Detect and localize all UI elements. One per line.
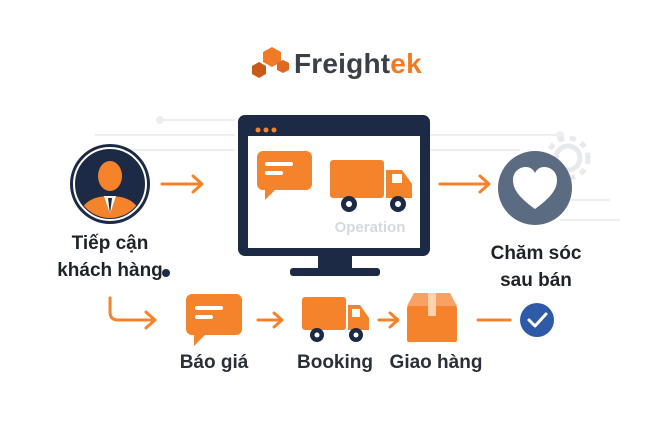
- brand-name-part2: ek: [390, 48, 422, 79]
- check-circle-icon: [520, 303, 554, 337]
- arrow-booking-to-delivery: [377, 311, 400, 329]
- monitor-chat-bubble-icon: [257, 151, 312, 200]
- freightek-logo-icon: [252, 47, 289, 78]
- after-sales-label-line2: sau bán: [500, 270, 572, 291]
- brand-wordmark: Freightek: [294, 48, 422, 80]
- step-label-booking: Booking: [297, 352, 373, 373]
- arrow-customer-to-monitor: [160, 174, 204, 194]
- monitor-caption: Operation: [334, 219, 406, 236]
- cursor-dot: [162, 269, 170, 277]
- step-label-delivery: Giao hàng: [389, 352, 483, 373]
- arrow-quote-to-booking: [256, 311, 284, 329]
- monitor-truck-icon: [330, 160, 412, 212]
- step-label-quote: Báo giá: [179, 352, 249, 373]
- customer-label-line1: Tiếp cận: [71, 233, 149, 254]
- arrow-monitor-to-aftersales: [438, 174, 491, 194]
- customer-label: Tiếp cận khách hàng: [40, 230, 180, 284]
- user-icon: [70, 144, 150, 224]
- customer-label-line2: khách hàng: [57, 260, 163, 281]
- arrow-customer-to-quote: [108, 296, 157, 330]
- brand-name-part1: Freight: [294, 48, 391, 79]
- heart-icon: [498, 151, 572, 225]
- booking-truck-icon: [302, 297, 369, 342]
- after-sales-label: Chăm sóc sau bán: [466, 240, 606, 294]
- box-icon: [407, 293, 457, 342]
- quote-chat-bubble-icon: [186, 294, 242, 346]
- after-sales-label-line1: Chăm sóc: [490, 243, 582, 264]
